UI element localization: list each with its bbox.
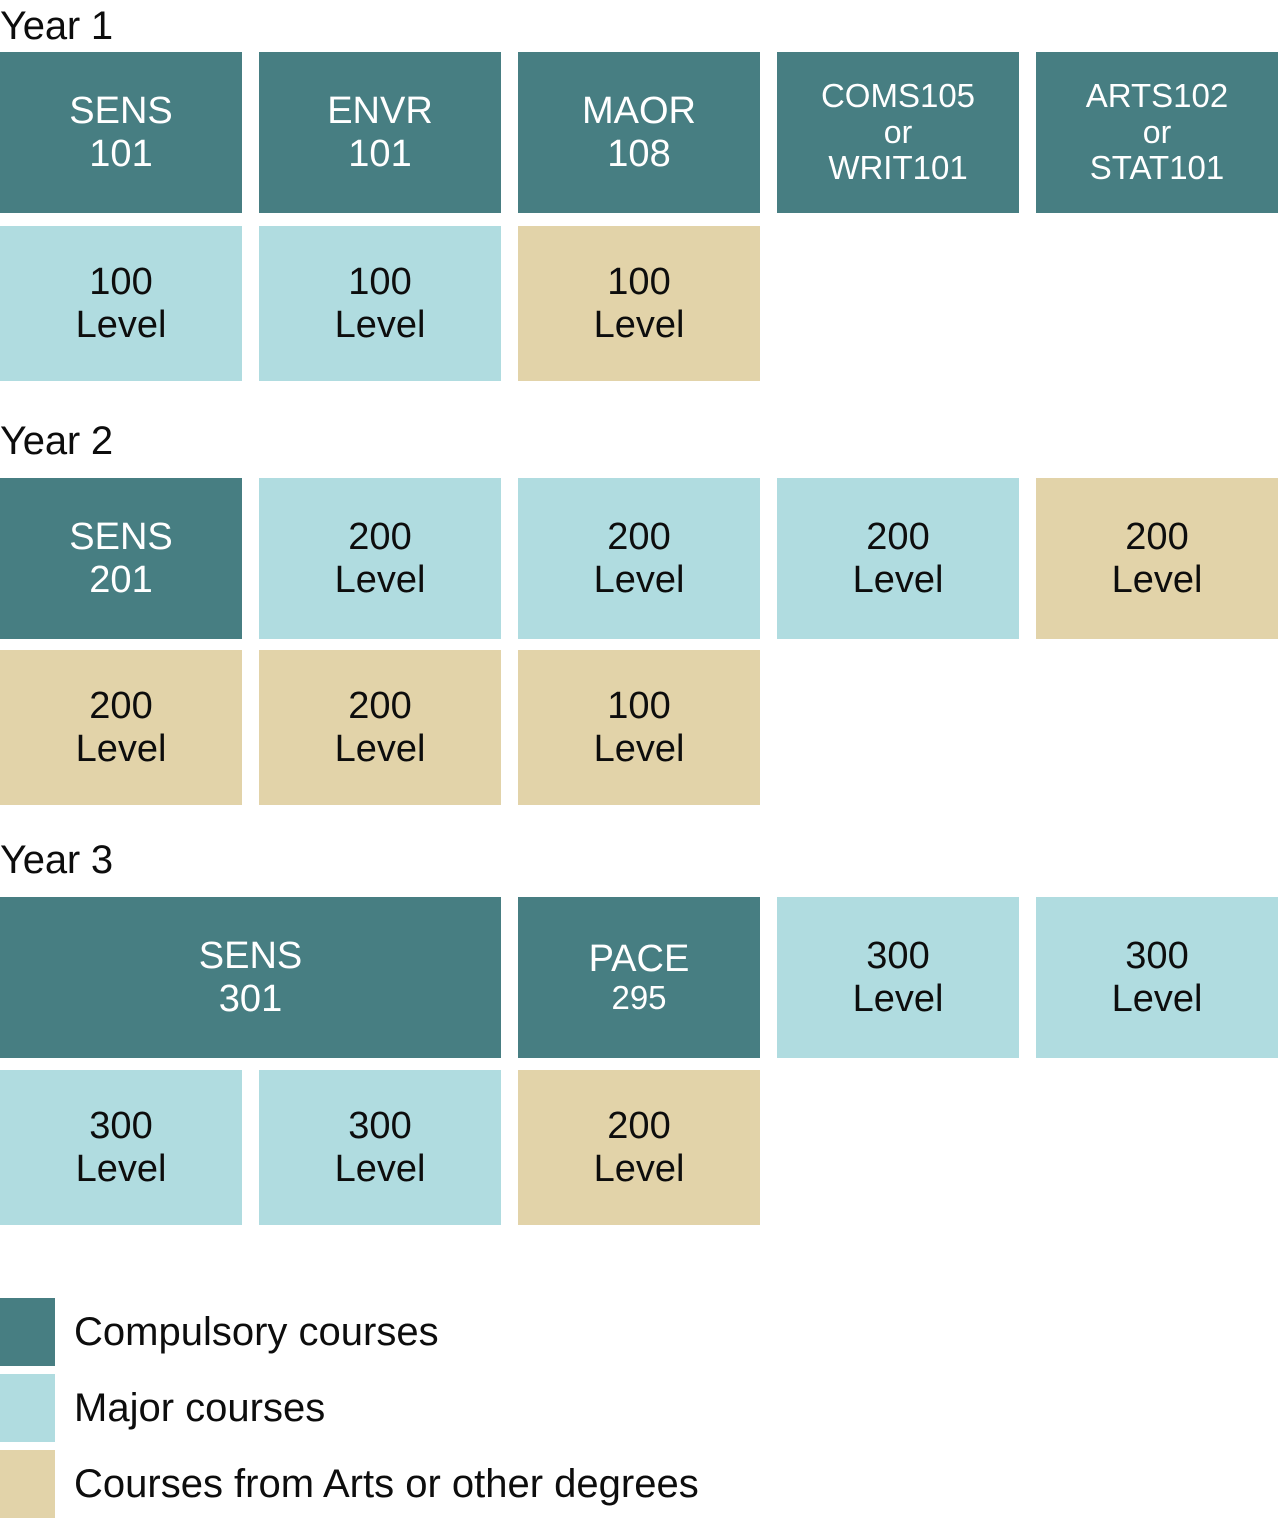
course-code-number: 101 xyxy=(89,132,153,175)
course-box-elective[interactable]: 300 Level xyxy=(1036,897,1278,1058)
course-code-number: 301 xyxy=(218,977,283,1020)
year-2-row-1: SENS 201 200 Level 200 Level 200 Level 2… xyxy=(0,478,1280,639)
legend-label: Major courses xyxy=(74,1386,326,1430)
course-level-word: Level xyxy=(334,727,426,770)
course-box-coms105-or-writ101[interactable]: COMS105 or WRIT101 xyxy=(777,52,1019,213)
year-3-row-1: SENS 301 PACE 295 300 Level 300 Level xyxy=(0,897,1280,1058)
legend-item-other: Courses from Arts or other degrees xyxy=(0,1450,699,1518)
course-level-number: 200 xyxy=(607,515,671,558)
year-2-row-2: 200 Level 200 Level 100 Level xyxy=(0,650,1280,805)
course-level-number: 300 xyxy=(89,1104,153,1147)
course-level-number: 100 xyxy=(607,260,671,303)
year-1-row-1: SENS 101 ENVR 101 MAOR 108 COMS105 or WR… xyxy=(0,52,1280,213)
empty-slot xyxy=(1036,1070,1278,1225)
course-box-elective[interactable]: 200 Level xyxy=(0,650,242,805)
course-box-sens301[interactable]: SENS 301 xyxy=(0,897,501,1058)
course-box-elective[interactable]: 100 Level xyxy=(518,650,760,805)
course-level-word: Level xyxy=(334,303,426,346)
legend-swatch-compulsory-icon xyxy=(0,1298,55,1366)
legend-swatch-major-icon xyxy=(0,1374,55,1442)
course-code-conjunction: or xyxy=(883,113,913,150)
course-level-word: Level xyxy=(334,1147,426,1190)
course-level-number: 200 xyxy=(348,684,412,727)
course-code-option-2: WRIT101 xyxy=(828,149,968,187)
course-box-pace295[interactable]: PACE 295 xyxy=(518,897,760,1058)
course-code-number: 108 xyxy=(607,132,671,175)
course-box-envr101[interactable]: ENVR 101 xyxy=(259,52,501,213)
course-level-number: 200 xyxy=(89,684,153,727)
year-2-heading: Year 2 xyxy=(0,419,113,463)
course-code-prefix: ENVR xyxy=(327,89,433,132)
year-3-row-2: 300 Level 300 Level 200 Level xyxy=(0,1070,1280,1225)
course-code-number: 295 xyxy=(611,979,667,1017)
course-level-number: 200 xyxy=(348,515,412,558)
course-level-word: Level xyxy=(1111,558,1203,601)
course-box-elective[interactable]: 200 Level xyxy=(259,650,501,805)
year-3-heading: Year 3 xyxy=(0,838,113,882)
course-box-elective[interactable]: 200 Level xyxy=(259,478,501,639)
course-level-word: Level xyxy=(852,977,944,1020)
course-box-sens101[interactable]: SENS 101 xyxy=(0,52,242,213)
course-code-prefix: SENS xyxy=(198,934,303,977)
course-box-elective[interactable]: 100 Level xyxy=(259,226,501,381)
course-level-number: 200 xyxy=(607,1104,671,1147)
course-box-elective[interactable]: 200 Level xyxy=(518,1070,760,1225)
course-level-word: Level xyxy=(75,727,167,770)
empty-slot xyxy=(777,1070,1019,1225)
course-code-prefix: PACE xyxy=(588,937,690,980)
empty-slot xyxy=(777,226,1019,381)
course-box-elective[interactable]: 300 Level xyxy=(259,1070,501,1225)
course-box-maor108[interactable]: MAOR 108 xyxy=(518,52,760,213)
course-level-word: Level xyxy=(75,1147,167,1190)
course-code-prefix: MAOR xyxy=(582,89,696,132)
course-box-elective[interactable]: 200 Level xyxy=(518,478,760,639)
empty-slot xyxy=(1036,226,1278,381)
course-level-number: 100 xyxy=(89,260,153,303)
course-code-number: 201 xyxy=(89,558,153,601)
course-code-option-1: COMS105 xyxy=(820,76,976,114)
legend-swatch-other-icon xyxy=(0,1450,55,1518)
legend-item-compulsory: Compulsory courses xyxy=(0,1298,699,1366)
course-box-elective[interactable]: 100 Level xyxy=(0,226,242,381)
course-box-sens201[interactable]: SENS 201 xyxy=(0,478,242,639)
course-level-number: 300 xyxy=(348,1104,412,1147)
course-code-option-1: ARTS102 xyxy=(1085,76,1229,114)
legend: Compulsory courses Major courses Courses… xyxy=(0,1298,699,1526)
course-level-number: 200 xyxy=(866,515,930,558)
legend-item-major: Major courses xyxy=(0,1374,699,1442)
course-level-word: Level xyxy=(852,558,944,601)
course-box-elective[interactable]: 200 Level xyxy=(1036,478,1278,639)
legend-label: Courses from Arts or other degrees xyxy=(74,1462,699,1506)
course-code-prefix: SENS xyxy=(69,515,173,558)
course-box-elective[interactable]: 300 Level xyxy=(0,1070,242,1225)
empty-slot xyxy=(777,650,1019,805)
course-code-prefix: SENS xyxy=(69,89,173,132)
course-code-conjunction: or xyxy=(1142,113,1172,150)
course-level-word: Level xyxy=(334,558,426,601)
course-box-elective[interactable]: 100 Level xyxy=(518,226,760,381)
course-code-option-2: STAT101 xyxy=(1089,149,1225,187)
course-level-word: Level xyxy=(1111,977,1203,1020)
course-level-word: Level xyxy=(75,303,167,346)
course-level-number: 200 xyxy=(1125,515,1189,558)
course-level-word: Level xyxy=(593,727,685,770)
course-code-number: 101 xyxy=(348,132,412,175)
course-box-elective[interactable]: 200 Level xyxy=(777,478,1019,639)
course-level-number: 100 xyxy=(348,260,412,303)
year-1-heading: Year 1 xyxy=(0,4,113,48)
course-level-number: 100 xyxy=(607,684,671,727)
course-level-number: 300 xyxy=(866,934,930,977)
course-box-arts102-or-stat101[interactable]: ARTS102 or STAT101 xyxy=(1036,52,1278,213)
course-level-number: 300 xyxy=(1125,934,1189,977)
course-level-word: Level xyxy=(593,303,685,346)
empty-slot xyxy=(1036,650,1278,805)
legend-label: Compulsory courses xyxy=(74,1310,439,1354)
course-box-elective[interactable]: 300 Level xyxy=(777,897,1019,1058)
course-level-word: Level xyxy=(593,1147,685,1190)
year-1-row-2: 100 Level 100 Level 100 Level xyxy=(0,226,1280,381)
course-level-word: Level xyxy=(593,558,685,601)
